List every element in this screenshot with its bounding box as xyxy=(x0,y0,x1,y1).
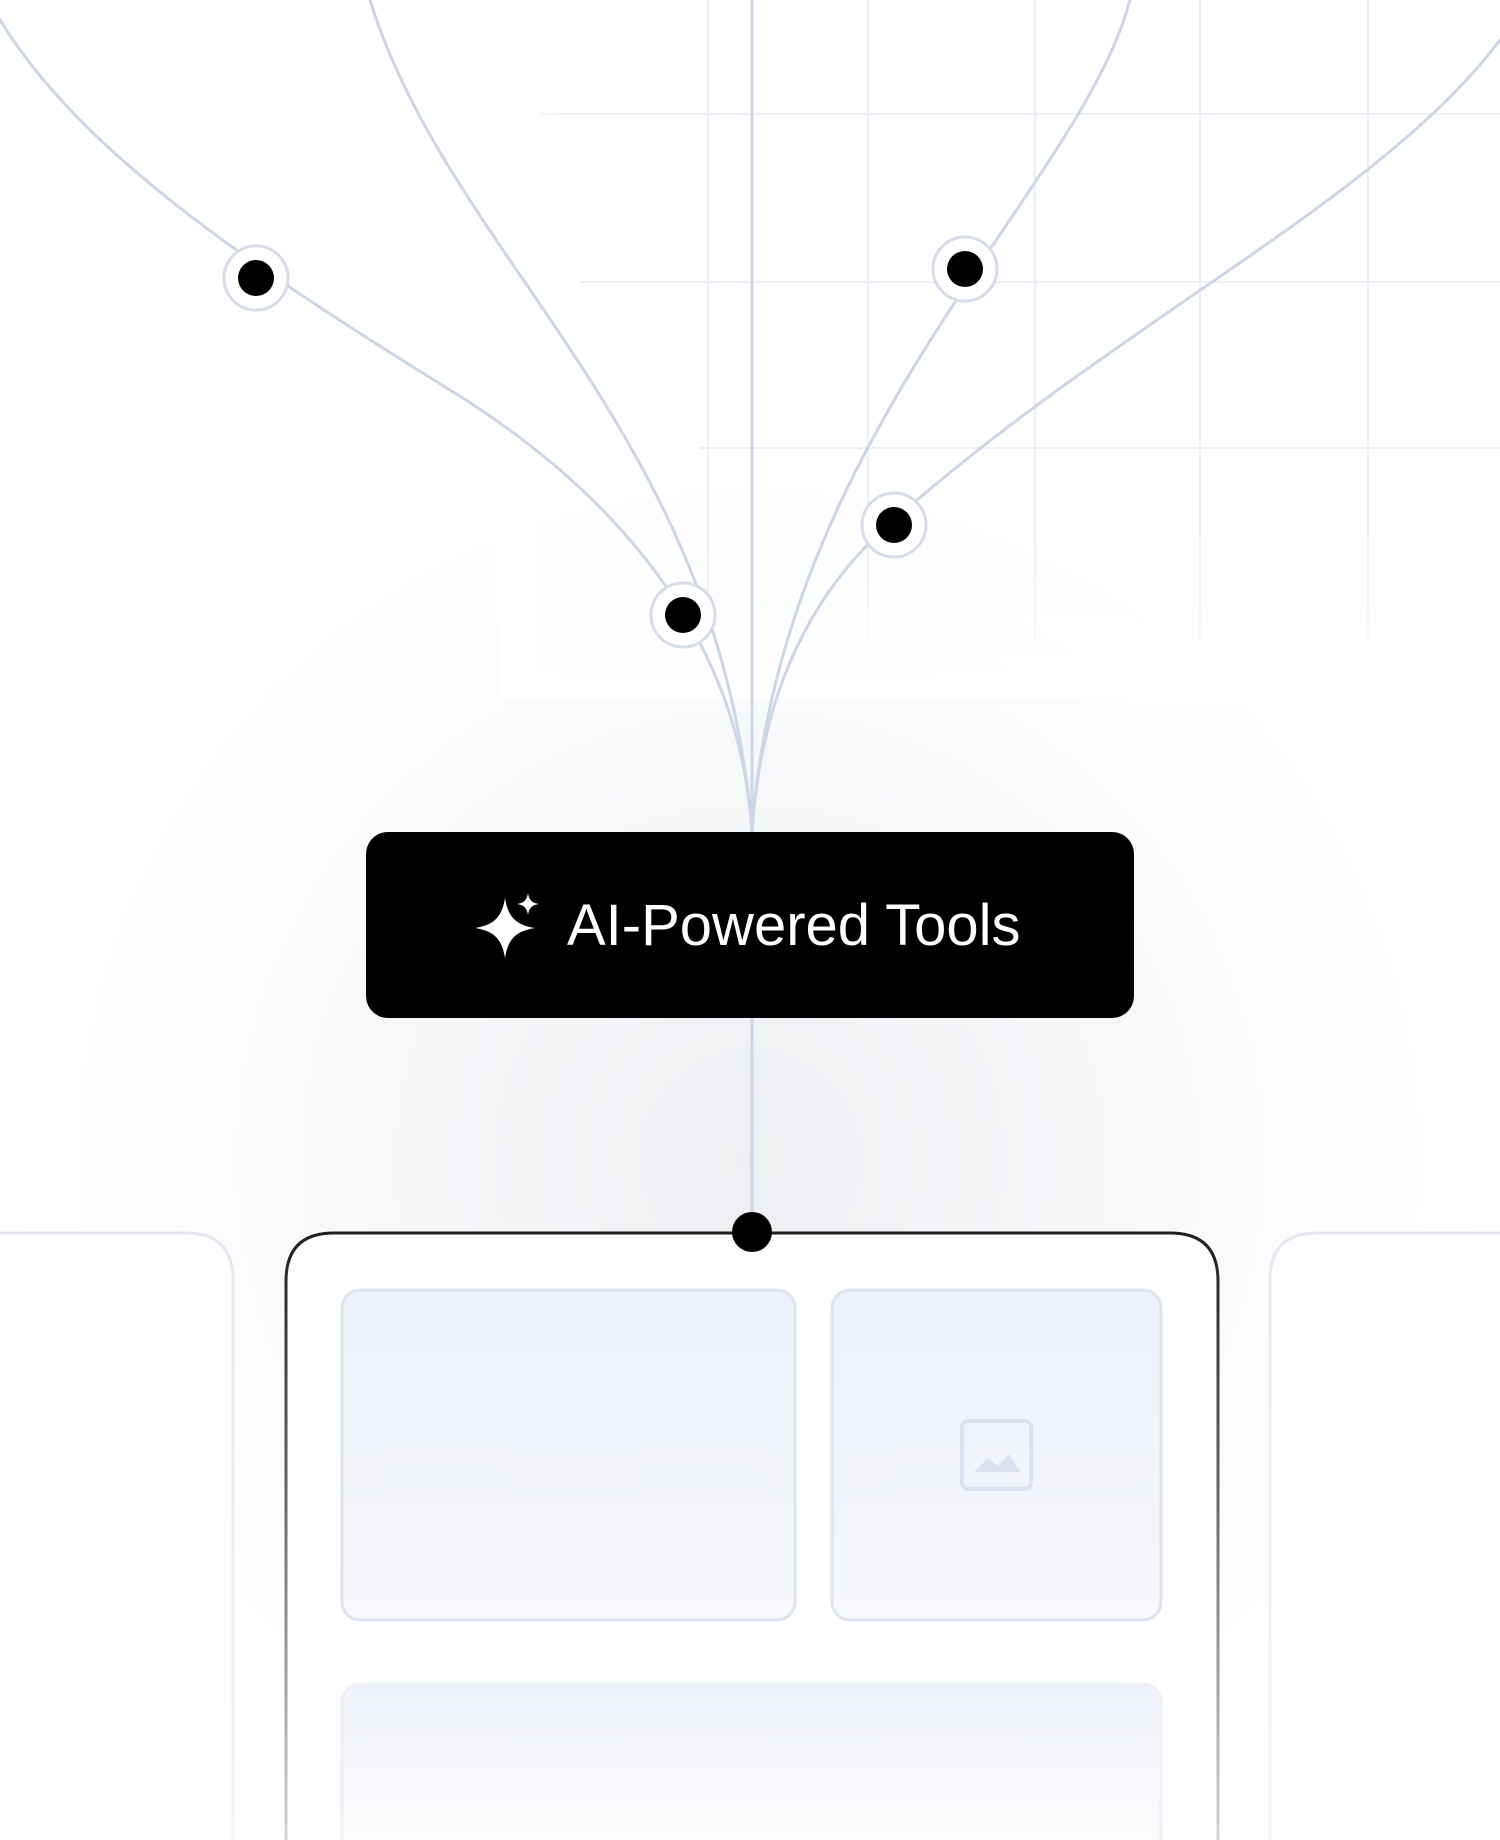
output-node[interactable] xyxy=(732,1212,772,1252)
ai-powered-tools-hub[interactable]: AI-Powered Tools xyxy=(366,832,1134,1018)
input-node-4[interactable] xyxy=(860,491,928,559)
connector-line-2 xyxy=(368,0,754,834)
grid-fade-left xyxy=(500,0,800,700)
hub-label: AI-Powered Tools xyxy=(567,893,1021,958)
content-panel-image xyxy=(830,1288,1163,1622)
side-card-right xyxy=(1268,1231,1500,1840)
connector-line-1 xyxy=(0,18,754,834)
content-panel-large xyxy=(340,1288,797,1622)
input-node-2[interactable] xyxy=(649,581,717,649)
content-panel-bottom xyxy=(340,1682,1163,1840)
output-card xyxy=(284,1231,1220,1840)
side-card-left xyxy=(0,1231,235,1840)
connector-lines xyxy=(0,0,1500,1234)
input-node-3[interactable] xyxy=(931,235,999,303)
input-node-1[interactable] xyxy=(222,244,290,312)
image-icon xyxy=(960,1419,1033,1491)
connector-line-5 xyxy=(750,38,1500,834)
sparkle-icon xyxy=(475,893,539,958)
connector-line-4 xyxy=(750,0,1132,834)
